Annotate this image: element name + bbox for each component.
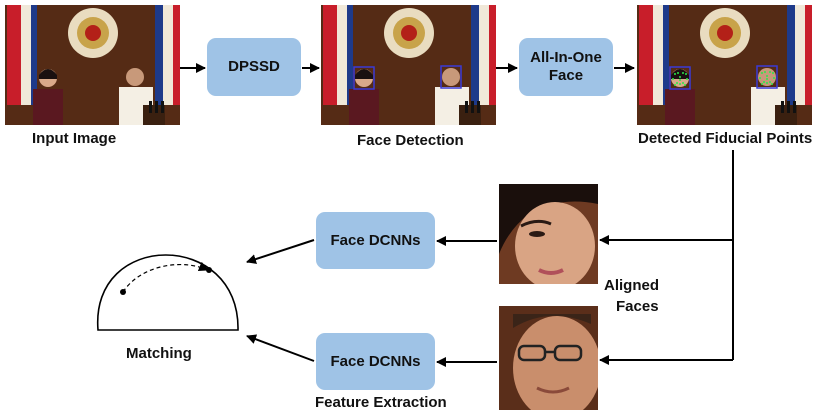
input-image — [5, 5, 180, 125]
detection-box-left — [353, 66, 375, 90]
detected-fiducial-points-label: Detected Fiducial Points — [638, 130, 813, 147]
all-in-one-face-box: All-In-One Face — [519, 38, 613, 96]
dpssd-box: DPSSD — [207, 38, 301, 96]
aligned-face-top — [499, 184, 598, 290]
fiducial-points-right — [759, 71, 775, 85]
matching-label: Matching — [126, 345, 192, 362]
face-dcnns-box-bottom: Face DCNNs — [316, 333, 435, 390]
fiducial-points-image — [637, 5, 812, 125]
aligned-faces-label-line1: Aligned — [604, 277, 659, 294]
feature-extraction-label: Feature Extraction — [315, 394, 447, 411]
detection-box-right — [440, 65, 462, 89]
face-dcnns-label-top: Face DCNNs — [330, 231, 421, 249]
face-detection-image — [321, 5, 496, 125]
face-dcnns-box-top: Face DCNNs — [316, 212, 435, 269]
fiducial-points-left — [672, 72, 688, 86]
all-in-one-label-line1: All-In-One — [530, 49, 602, 66]
arrow-dcnn-top-to-matching — [246, 239, 315, 264]
face-dcnns-label-bottom: Face DCNNs — [330, 352, 421, 370]
dpssd-label: DPSSD — [228, 58, 280, 75]
arrow-dcnn-bottom-to-matching — [246, 334, 315, 362]
all-in-one-label-line2: Face — [548, 67, 584, 84]
input-image-label: Input Image — [32, 130, 117, 147]
aligned-faces-label-line2: Faces — [616, 298, 659, 315]
aligned-face-bottom — [499, 306, 601, 415]
face-detection-label: Face Detection — [357, 132, 464, 149]
matching-hemisphere-icon — [97, 254, 239, 331]
